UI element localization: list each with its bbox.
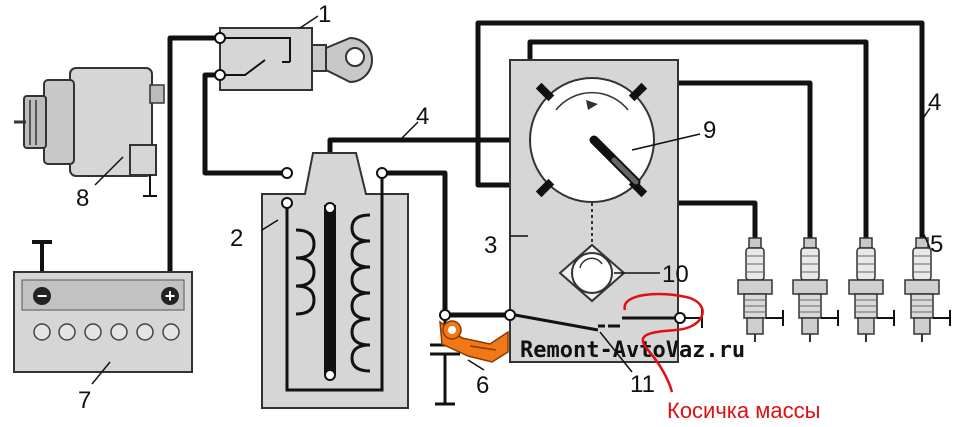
wire-battery-to-switch bbox=[167, 35, 223, 288]
ignition-coil: 2 bbox=[230, 152, 409, 409]
spark-plug bbox=[737, 237, 784, 342]
battery-minus: − bbox=[37, 286, 48, 306]
label-4-left: 4 bbox=[416, 103, 429, 130]
wire-cap-left-outer bbox=[475, 20, 925, 241]
battery: − + 7 bbox=[13, 240, 193, 414]
wire-switch-to-coil bbox=[202, 72, 290, 176]
breaker-contacts: 11 bbox=[504, 308, 703, 398]
label-7: 7 bbox=[78, 387, 91, 414]
battery-plus: + bbox=[165, 286, 176, 306]
watermark: Remont-AvtoVaz.ru bbox=[520, 338, 745, 363]
generator: 8 bbox=[14, 67, 165, 212]
label-11: 11 bbox=[630, 371, 655, 398]
spark-plug bbox=[848, 237, 895, 342]
label-9: 9 bbox=[703, 117, 716, 144]
label-1: 1 bbox=[318, 1, 331, 28]
label-5: 5 bbox=[930, 231, 943, 258]
label-4-right: 4 bbox=[928, 89, 941, 116]
label-3: 3 bbox=[484, 232, 497, 259]
ignition-switch: 1 bbox=[214, 1, 373, 91]
label-2: 2 bbox=[230, 225, 243, 252]
label-10: 10 bbox=[662, 261, 689, 288]
label-8: 8 bbox=[76, 185, 89, 212]
spark-plugs bbox=[737, 237, 951, 342]
distributor: 9 10 3 bbox=[484, 59, 716, 363]
spark-plug bbox=[904, 237, 951, 342]
spark-plug bbox=[792, 237, 839, 342]
annotation-text: Косичка массы bbox=[667, 398, 820, 423]
label-6: 6 bbox=[476, 372, 489, 399]
ground-strap-annotation: Косичка массы bbox=[623, 292, 820, 423]
wrench-icon bbox=[439, 320, 509, 363]
